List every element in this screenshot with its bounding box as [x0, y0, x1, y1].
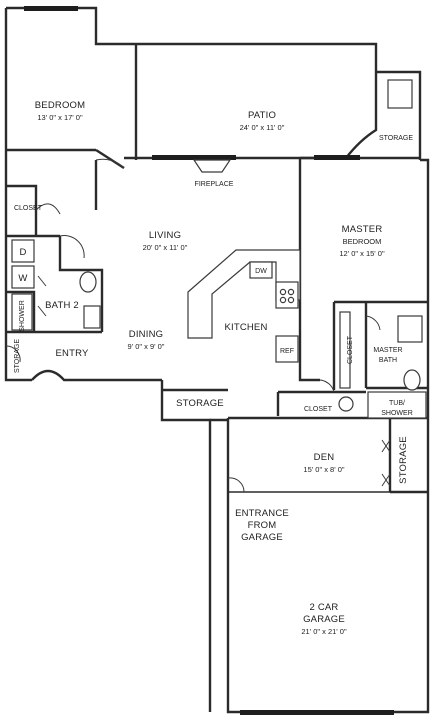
label-closet-vertical: CLOSET: [347, 335, 354, 364]
label-entrance-1: ENTRANCE: [235, 508, 289, 519]
door-master-bath: [365, 315, 381, 331]
fireplace-unit: [192, 159, 232, 173]
label-storage-entry: STORAGE: [14, 339, 21, 373]
label-garage-1: 2 CAR: [310, 602, 339, 613]
dims-bedroom: 13' 0" x 17' 0": [37, 113, 83, 122]
toilet-bath2: [79, 271, 97, 293]
dims-den: 15' 0" x 8' 0": [303, 465, 344, 474]
label-tub-shower-2: SHOWER: [381, 410, 413, 417]
window-patio-right: [314, 155, 360, 160]
refrigerator-unit: [275, 335, 299, 363]
patio-storage-unit: [387, 79, 413, 109]
label-patio: PATIO: [248, 110, 276, 121]
door-closet: [35, 203, 61, 215]
sink-bath2: [83, 305, 101, 329]
windows: [24, 6, 394, 715]
shower-unit: [11, 293, 33, 331]
tub-shower-unit: [367, 391, 427, 419]
label-dining: DINING: [129, 329, 163, 340]
label-storage-hall: STORAGE: [176, 398, 224, 409]
label-master-bedroom-2: BEDROOM: [343, 237, 382, 246]
dishwasher-unit: [249, 261, 273, 279]
label-fireplace: FIREPLACE: [195, 181, 234, 188]
door-master: [319, 379, 335, 393]
dims-master-bedroom: 12' 0" x 15' 0": [339, 249, 385, 258]
label-living: LIVING: [149, 230, 181, 241]
label-closet-bedroom: CLOSET: [14, 205, 43, 212]
door-entry-storage: [5, 345, 21, 363]
washer-unit: [11, 265, 35, 289]
label-entry: ENTRY: [55, 348, 88, 359]
dims-patio: 24' 0" x 11' 0": [240, 123, 285, 132]
label-ref: REF: [280, 348, 294, 355]
label-bath2: BATH 2: [45, 300, 79, 311]
sink-master-bath: [397, 315, 423, 343]
label-master-bath-2: BATH: [379, 357, 397, 364]
label-tub-shower-1: TUB/: [389, 400, 405, 407]
label-washer: W: [18, 273, 27, 284]
label-dryer: D: [19, 247, 26, 258]
label-garage-2: GARAGE: [303, 614, 345, 625]
dims-garage: 21' 0" x 21' 0": [301, 627, 347, 636]
door-bedroom: [95, 158, 125, 169]
label-shower: SHOWER: [19, 300, 26, 332]
label-kitchen: KITCHEN: [224, 322, 267, 333]
garage-door: [240, 710, 394, 715]
door-laundry: [37, 275, 47, 317]
label-dishwasher: DW: [255, 268, 267, 275]
stove-unit: [275, 281, 299, 309]
label-den: DEN: [314, 452, 335, 463]
label-master-bedroom-1: MASTER: [342, 224, 383, 235]
window-patio-left: [152, 155, 236, 160]
dryer-unit: [11, 239, 35, 263]
fixtures: [11, 79, 427, 419]
dims-living: 20' 0" x 11' 0": [143, 243, 188, 252]
kitchen-counter: [187, 249, 301, 339]
label-storage-den: STORAGE: [398, 436, 409, 484]
label-closet-master: CLOSET: [304, 406, 333, 413]
dims-dining: 9' 0" x 9' 0": [128, 342, 165, 351]
closet-shelf: [339, 311, 351, 389]
window-bedroom: [24, 6, 78, 11]
toilet-master-bath: [403, 369, 421, 391]
doors: [5, 158, 391, 493]
labels: BEDROOM 13' 0" x 17' 0" PATIO 24' 0" x 1…: [14, 100, 413, 636]
label-bedroom: BEDROOM: [35, 100, 86, 111]
door-garage-entry: [227, 477, 245, 493]
label-storage-patio: STORAGE: [379, 135, 413, 142]
label-entrance-2: FROM: [248, 520, 277, 531]
label-master-bath-1: MASTER: [373, 347, 402, 354]
label-entrance-3: GARAGE: [241, 532, 283, 543]
door-den-storage: [381, 439, 391, 487]
door-bath2: [59, 235, 85, 259]
water-heater: [338, 396, 354, 412]
